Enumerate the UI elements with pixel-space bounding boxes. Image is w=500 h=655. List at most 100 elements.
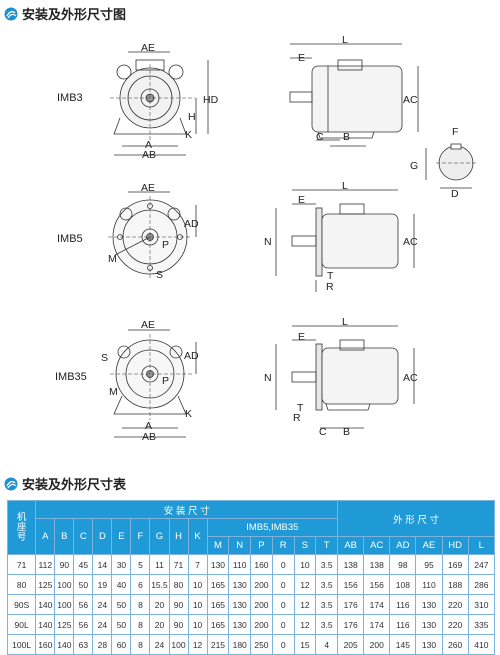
table-cell: 8 — [130, 594, 151, 615]
dim-g: G — [410, 160, 419, 172]
column-header: D — [92, 518, 113, 555]
table-cell: 200 — [250, 594, 273, 615]
table-cell: 112 — [35, 554, 56, 575]
table-cell: 12 — [293, 614, 317, 635]
table-cell: 138 — [337, 554, 365, 575]
dim-ac-imb3: AC — [403, 94, 418, 106]
table-cell: 15.5 — [149, 574, 170, 595]
table-cell: 165 — [206, 594, 230, 615]
column-header: AC — [363, 536, 391, 555]
table-cell: 156 — [337, 574, 365, 595]
column-header: F — [130, 518, 151, 555]
table-cell: 3.5 — [315, 554, 339, 575]
table-cell: 3.5 — [315, 614, 339, 635]
table-cell: 130 — [206, 554, 230, 575]
dim-ac-imb5: AC — [403, 236, 418, 248]
column-header: H — [168, 518, 189, 555]
dim-b-imb35: B — [343, 426, 351, 438]
table-section-title: 安装及外形尺寸表 — [4, 474, 126, 493]
table-cell: 5 — [130, 554, 151, 575]
table-cell: 335 — [467, 614, 496, 635]
dim-d: D — [451, 188, 459, 200]
column-header: T — [315, 536, 339, 555]
table-cell: 130 — [228, 594, 252, 615]
dim-t-imb5: T — [327, 270, 334, 282]
table-cell: 140 — [35, 614, 56, 635]
dim-e-imb35: E — [298, 331, 306, 343]
dim-f: F — [452, 126, 459, 138]
dim-ad-imb35: AD — [184, 350, 199, 362]
table-cell: 100 — [54, 594, 75, 615]
table-cell: 286 — [467, 574, 496, 595]
table-cell: 90 — [54, 554, 75, 575]
table-cell: 7 — [187, 554, 208, 575]
dim-ac-imb35: AC — [403, 372, 418, 384]
table-cell: 160 — [35, 634, 56, 655]
dim-s-imb5: S — [156, 269, 164, 281]
column-header: L — [467, 536, 496, 555]
table-cell: 100 — [54, 574, 75, 595]
table-cell: 50 — [111, 614, 132, 635]
dim-ae-imb3: AE — [141, 42, 156, 54]
mount-label-imb5: IMB5 — [57, 233, 83, 245]
swirl-logo-icon — [4, 7, 18, 20]
table-cell: 108 — [389, 574, 417, 595]
shaft-section-view — [425, 143, 476, 189]
table-cell: 310 — [467, 594, 496, 615]
column-header: E — [111, 518, 132, 555]
table-cell: 165 — [206, 574, 230, 595]
column-header: AD — [389, 536, 417, 555]
dim-e-imb5: E — [298, 194, 306, 206]
column-header: R — [271, 536, 295, 555]
dim-p-imb35: P — [162, 375, 170, 387]
column-header: S — [293, 536, 317, 555]
dim-m-imb35: M — [109, 386, 118, 398]
table-cell: 140 — [35, 594, 56, 615]
imb3-side-view — [289, 43, 419, 147]
table-cell: 110 — [415, 574, 443, 595]
column-header: AE — [415, 536, 443, 555]
swirl-logo-icon — [4, 477, 18, 490]
table-cell: 116 — [389, 594, 417, 615]
dim-k-imb35: K — [185, 408, 193, 420]
table-cell: 156 — [363, 574, 391, 595]
dim-e-imb3: E — [298, 52, 306, 64]
table-cell: 410 — [467, 634, 496, 655]
dim-n-imb35: N — [264, 372, 272, 384]
table-cell: 40 — [111, 574, 132, 595]
table-cell: 45 — [73, 554, 94, 575]
table-cell: 140 — [54, 634, 75, 655]
table-cell: 174 — [363, 594, 391, 615]
table-cell: 250 — [250, 634, 273, 655]
table-cell: 176 — [337, 614, 365, 635]
dim-k: K — [185, 129, 193, 141]
table-cell: 8 — [130, 614, 151, 635]
frame-number-cell: 71 — [6, 554, 37, 575]
imb35-front-view — [110, 329, 197, 438]
table-cell: 6 — [130, 574, 151, 595]
drawings-title-text: 安装及外形尺寸图 — [22, 7, 127, 22]
dim-h: H — [188, 111, 196, 123]
table-cell: 56 — [73, 614, 94, 635]
table-cell: 130 — [228, 614, 252, 635]
table-cell: 20 — [149, 594, 170, 615]
mount-label-imb35: IMB35 — [55, 371, 87, 383]
table-cell: 160 — [250, 554, 273, 575]
table-cell: 24 — [92, 614, 113, 635]
table-cell: 11 — [149, 554, 170, 575]
table-cell: 0 — [271, 614, 295, 635]
column-header: A — [35, 518, 56, 555]
dim-a-imb35: A — [145, 420, 153, 432]
table-cell: 10 — [187, 614, 208, 635]
frame-number-cell: 80 — [6, 574, 37, 595]
table-cell: 125 — [35, 574, 56, 595]
table-cell: 60 — [111, 634, 132, 655]
table-cell: 247 — [467, 554, 496, 575]
table-cell: 19 — [92, 574, 113, 595]
table-cell: 116 — [389, 614, 417, 635]
column-header: G — [149, 518, 170, 555]
column-header: C — [73, 518, 94, 555]
table-cell: 165 — [206, 614, 230, 635]
